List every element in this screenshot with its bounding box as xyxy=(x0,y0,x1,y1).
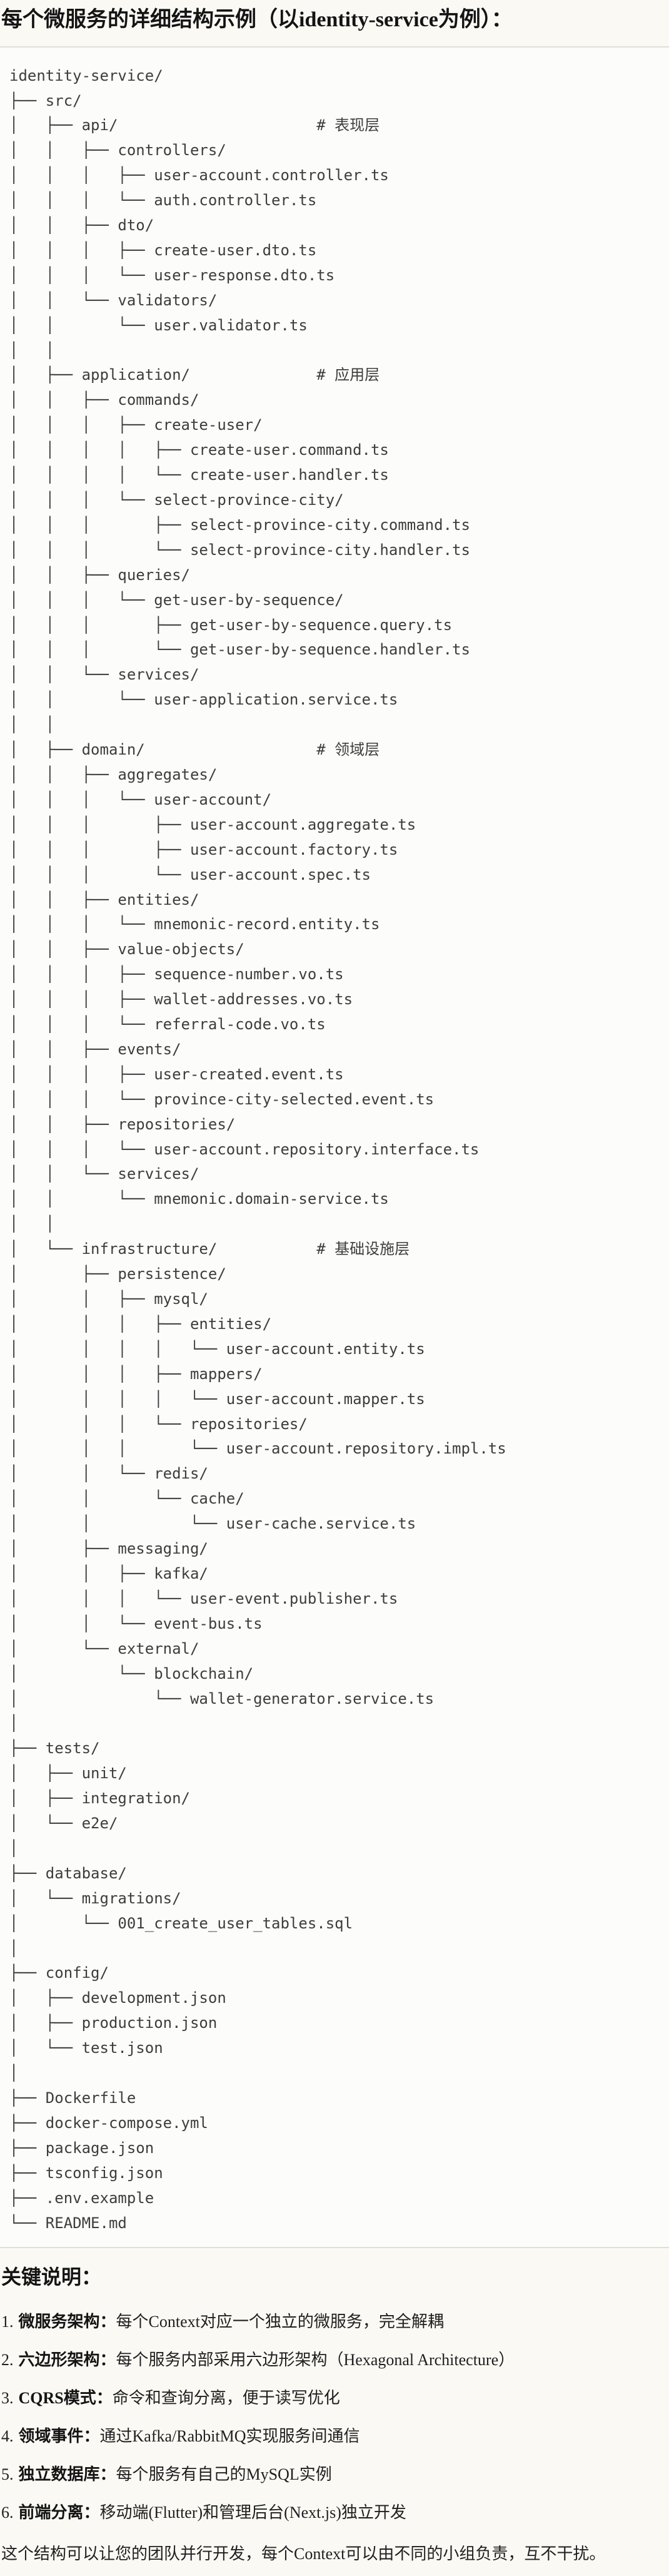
note-item: 1.微服务架构：每个Context对应一个独立的微服务，完全解耦 xyxy=(1,2309,668,2334)
note-number: 6. xyxy=(1,2503,14,2522)
note-label: 六边形架构： xyxy=(18,2351,116,2370)
note-number: 4. xyxy=(1,2427,14,2446)
note-label: 领域事件： xyxy=(18,2427,100,2446)
file-tree: identity-service/ ├── src/ │ ├── api/ # … xyxy=(9,66,506,2232)
note-label: 前端分离： xyxy=(18,2503,100,2522)
note-label: 独立数据库： xyxy=(18,2465,116,2484)
note-number: 5. xyxy=(1,2465,14,2484)
note-text: 命令和查询分离，便于读写优化 xyxy=(112,2389,340,2408)
note-number: 2. xyxy=(1,2351,14,2370)
file-tree-code-block: identity-service/ ├── src/ │ ├── api/ # … xyxy=(0,46,669,2249)
note-text: 每个服务有自己的MySQL实例 xyxy=(116,2465,332,2484)
note-item: 6.前端分离：移动端(Flutter)和管理后台(Next.js)独立开发 xyxy=(1,2500,668,2525)
key-notes-section: 关键说明： 1.微服务架构：每个Context对应一个独立的微服务，完全解耦 2… xyxy=(0,2248,669,2567)
note-label: CQRS模式： xyxy=(18,2389,113,2408)
note-item: 4.领域事件：通过Kafka/RabbitMQ实现服务间通信 xyxy=(1,2424,668,2449)
page-title: 每个微服务的详细结构示例（以identity-service为例）： xyxy=(1,8,513,31)
note-item: 2.六边形架构：每个服务内部采用六边形架构（Hexagonal Architec… xyxy=(1,2348,668,2373)
note-text: 每个服务内部采用六边形架构（Hexagonal Architecture） xyxy=(116,2351,515,2370)
note-text: 通过Kafka/RabbitMQ实现服务间通信 xyxy=(99,2427,360,2446)
key-notes-heading: 关键说明： xyxy=(1,2266,102,2289)
note-item: 3.CQRS模式：命令和查询分离，便于读写优化 xyxy=(1,2386,668,2411)
note-text: 每个Context对应一个独立的微服务，完全解耦 xyxy=(116,2313,444,2331)
note-number: 3. xyxy=(1,2389,14,2408)
note-label: 微服务架构： xyxy=(18,2313,116,2331)
closing-paragraph: 这个结构可以让您的团队并行开发，每个Context可以由不同的小组负责，互不干扰… xyxy=(1,2545,606,2563)
note-item: 5.独立数据库：每个服务有自己的MySQL实例 xyxy=(1,2462,668,2487)
note-number: 1. xyxy=(1,2313,14,2331)
note-text: 移动端(Flutter)和管理后台(Next.js)独立开发 xyxy=(99,2503,406,2522)
